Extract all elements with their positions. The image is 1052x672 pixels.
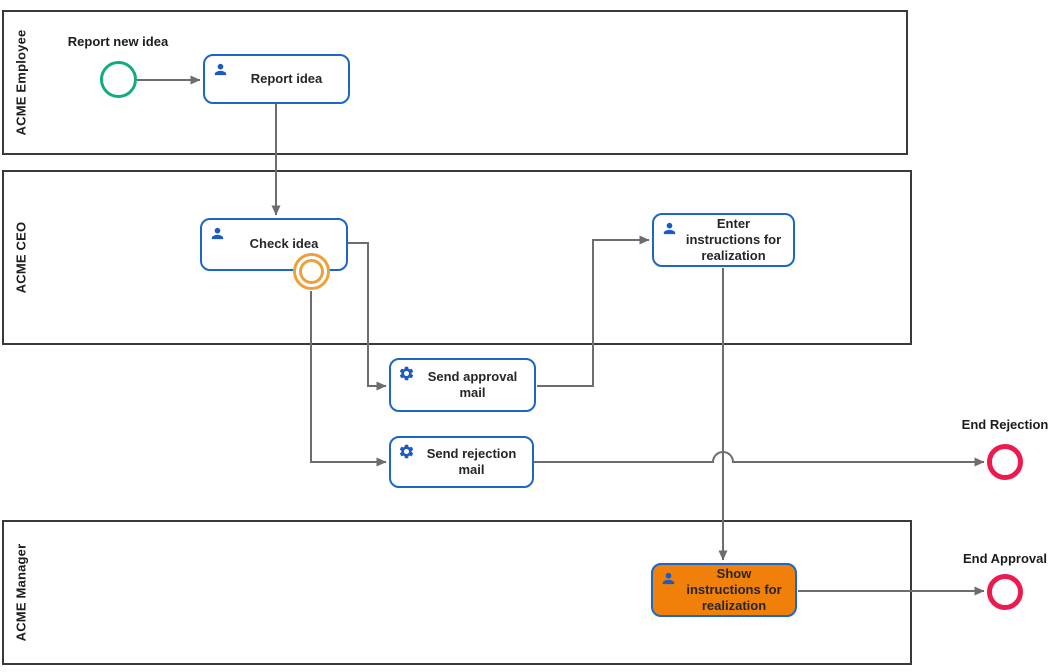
task-show-instructions[interactable]: Show instructions for realization xyxy=(651,563,797,617)
lane-acme-manager[interactable]: ACME Manager xyxy=(2,520,912,665)
user-icon xyxy=(661,220,678,237)
task-label: Send approval mail xyxy=(427,368,518,400)
end-event-approval[interactable] xyxy=(987,574,1023,610)
user-icon xyxy=(660,570,677,587)
flow-boundary-to-send-rejection[interactable] xyxy=(310,291,387,467)
user-icon xyxy=(209,225,226,242)
lane-acme-employee[interactable]: ACME Employee xyxy=(2,10,908,155)
task-check-idea[interactable]: Check idea xyxy=(200,218,348,271)
lane-acme-ceo[interactable]: ACME CEO xyxy=(2,170,912,345)
end-approval-label: End Approval xyxy=(962,551,1048,566)
flow-check-idea-to-send-approval[interactable] xyxy=(348,242,387,391)
boundary-event-inner-ring xyxy=(299,259,324,284)
start-event-label: Report new idea xyxy=(67,34,169,49)
flow-send-approval-to-enter-instructions[interactable] xyxy=(537,235,650,387)
task-label: Send rejection mail xyxy=(426,445,517,477)
end-rejection-label: End Rejection xyxy=(961,417,1049,432)
task-enter-instructions[interactable]: Enter instructions for realization xyxy=(652,213,795,267)
task-label: Show instructions for realization xyxy=(686,565,782,614)
flow-send-rejection-to-end-rejection[interactable] xyxy=(534,451,985,467)
start-event[interactable] xyxy=(100,61,137,98)
gear-icon xyxy=(398,443,415,460)
task-send-rejection-mail[interactable]: Send rejection mail xyxy=(389,436,534,488)
end-event-rejection[interactable] xyxy=(987,444,1023,480)
task-label: Check idea xyxy=(249,236,319,252)
task-label: Enter instructions for realization xyxy=(685,215,782,264)
user-icon xyxy=(212,61,229,78)
task-send-approval-mail[interactable]: Send approval mail xyxy=(389,358,536,412)
boundary-event[interactable] xyxy=(293,253,330,290)
gear-icon xyxy=(398,365,415,382)
task-label: Report idea xyxy=(250,70,323,86)
task-report-idea[interactable]: Report idea xyxy=(203,54,350,104)
